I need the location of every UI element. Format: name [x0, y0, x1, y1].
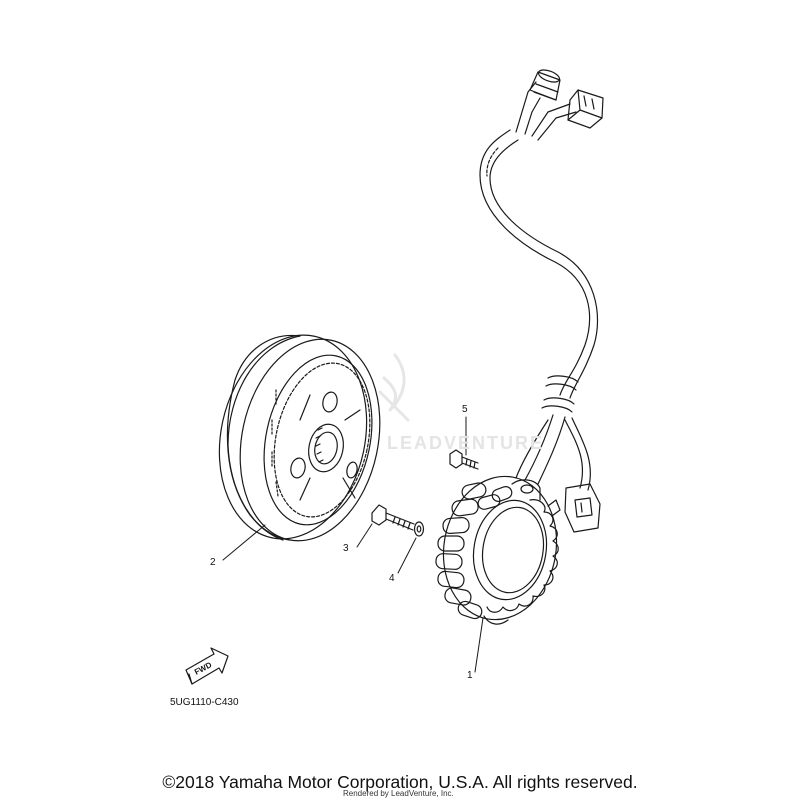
wire-harness: [479, 81, 599, 491]
rendered-by-credit: Rendered by LeadVenture, Inc.: [343, 789, 454, 798]
stator-assembly: [435, 475, 561, 625]
bolt-part-3: [371, 504, 415, 531]
watermark-logo: [378, 353, 410, 422]
leader-lines: [222, 416, 484, 673]
watermark-text: LEADVENTURE: [387, 433, 545, 453]
callout-4: 4: [389, 573, 395, 584]
screw-part-5: [449, 449, 479, 470]
fwd-arrow-icon: [185, 647, 229, 685]
harness-connector-round: [529, 69, 561, 101]
washer-part-4: [413, 521, 425, 537]
pickup-connector: [564, 483, 601, 533]
callout-2: 2: [210, 557, 216, 568]
diagram-code: 5UG1110-C430: [170, 697, 239, 708]
flywheel-rotor: [218, 334, 381, 542]
callout-5: 5: [462, 404, 468, 415]
callout-1: 1: [467, 670, 473, 681]
callout-3: 3: [343, 543, 349, 554]
harness-connector-square: [567, 89, 604, 129]
copyright-notice: ©2018 Yamaha Motor Corporation, U.S.A. A…: [162, 772, 638, 792]
